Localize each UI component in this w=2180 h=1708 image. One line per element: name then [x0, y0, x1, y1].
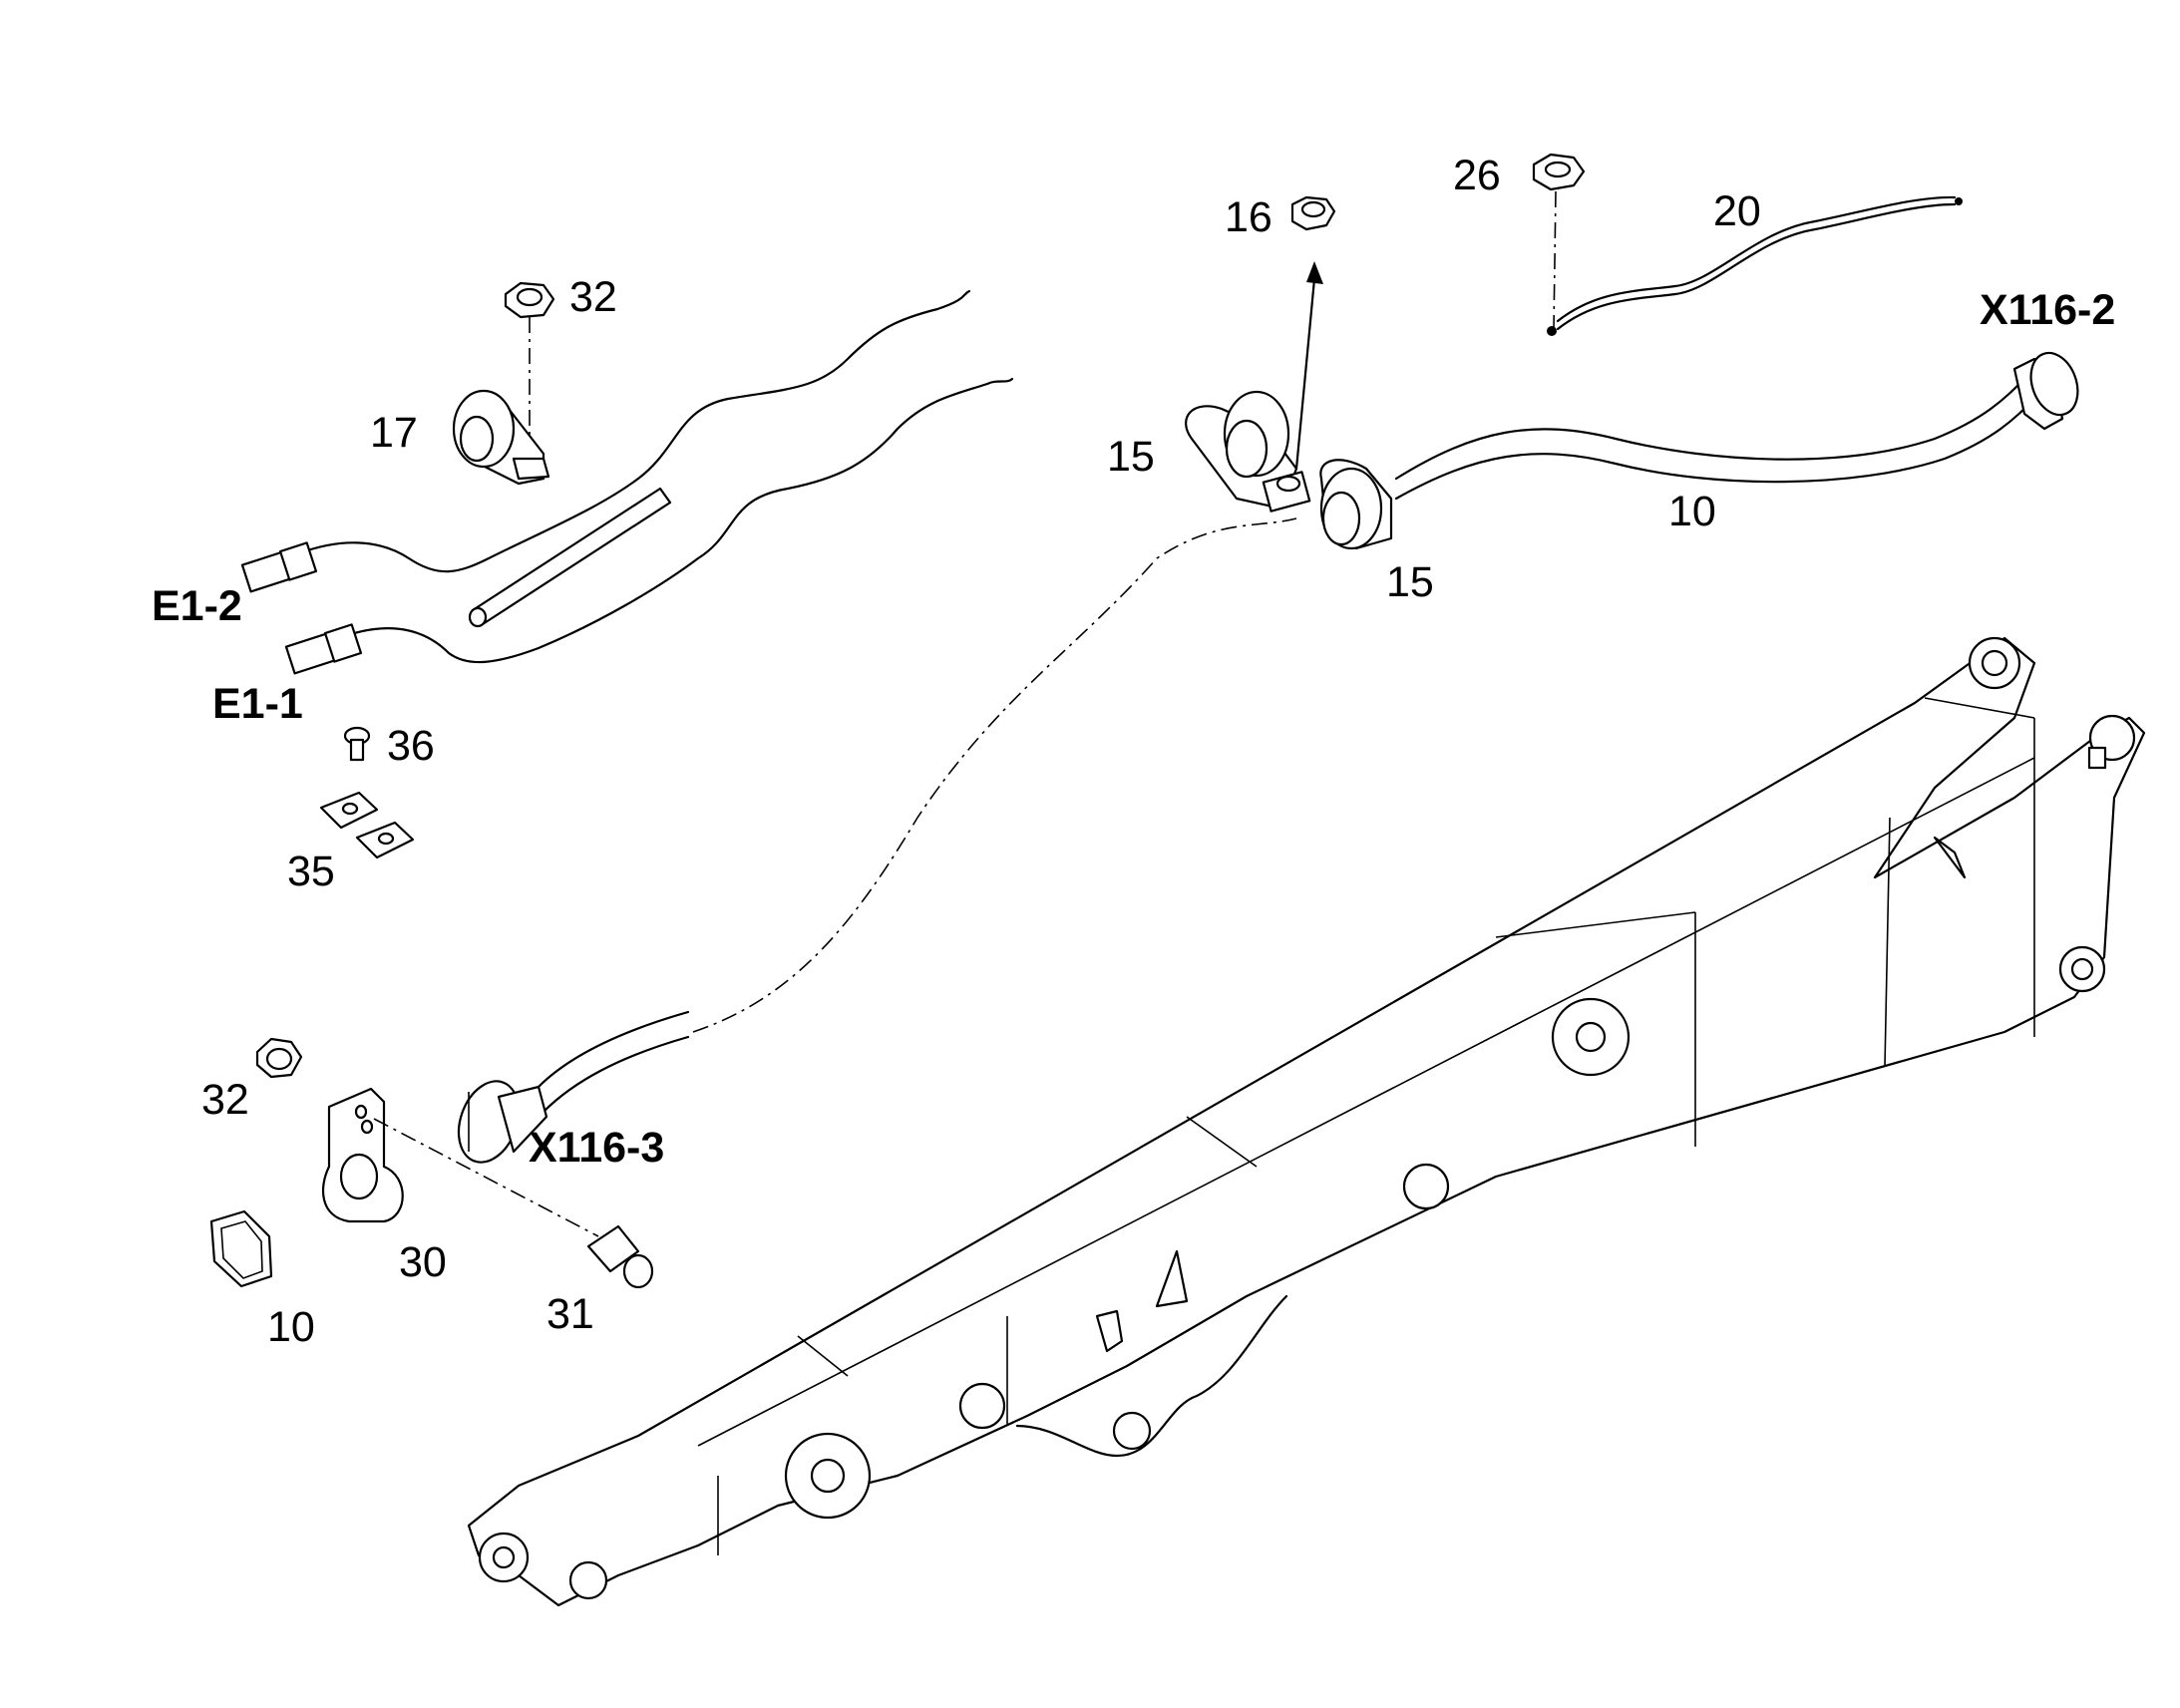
cable-harness-10	[457, 351, 2079, 1164]
leader-cable-route	[692, 517, 1297, 1033]
callout-20: 20	[1713, 187, 1761, 235]
boom-arm	[467, 636, 2146, 1607]
callout-10-bottom: 10	[267, 1303, 315, 1351]
clamp-15-assembly	[1185, 195, 1393, 550]
wire-20-assembly	[1532, 153, 1963, 336]
callout-35: 35	[287, 848, 335, 895]
clamp-17-assembly	[452, 281, 555, 486]
callout-26: 26	[1453, 152, 1501, 199]
callout-15-right: 15	[1386, 558, 1434, 606]
callout-30: 30	[399, 1238, 447, 1286]
mounting-hardware	[209, 1037, 654, 1289]
callout-e1-1: E1-1	[212, 680, 303, 728]
callout-10-top: 10	[1668, 488, 1716, 535]
callout-16: 16	[1225, 193, 1272, 241]
callout-e1-2: E1-2	[152, 582, 242, 630]
screw-36	[343, 726, 371, 762]
callout-31: 31	[546, 1290, 594, 1338]
callout-32-bottom: 32	[201, 1076, 249, 1124]
callout-17: 17	[370, 409, 418, 457]
sensor-wires-e1	[240, 289, 1014, 675]
callout-x116-3: X116-3	[529, 1124, 664, 1172]
callout-x116-2: X116-2	[1980, 286, 2115, 334]
callout-32-top: 32	[569, 273, 617, 321]
callout-36: 36	[387, 722, 435, 770]
clips-35	[319, 791, 415, 859]
callout-15-left: 15	[1107, 433, 1155, 481]
